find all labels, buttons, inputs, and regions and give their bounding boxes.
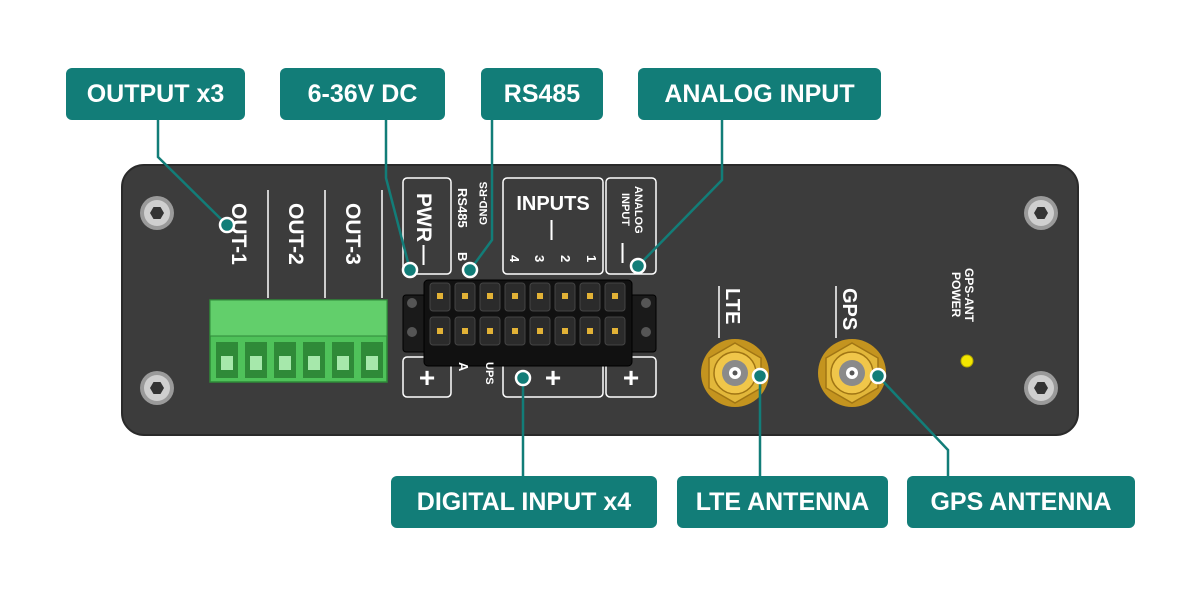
output-terminal-block (209, 299, 388, 383)
inputs-title: INPUTS (516, 193, 589, 215)
analog-label-box (605, 177, 657, 275)
gnd-rs-label: GND-RS (478, 182, 490, 225)
gps-label: GPS (838, 288, 860, 330)
ups-label: UPS (483, 362, 495, 385)
pwr-plus: + (419, 362, 435, 393)
rs485-callout: RS485 (481, 68, 603, 120)
input-number: 3 (532, 255, 547, 262)
screw-icon (140, 196, 174, 230)
pwr-minus: — (413, 245, 435, 265)
gps-antenna-callout: GPS ANTENNA (907, 476, 1135, 528)
pwr-label-box (402, 177, 452, 275)
inputs-minus: — (541, 220, 563, 240)
analog-plus: + (623, 362, 639, 393)
leader-dots (218, 216, 887, 387)
output-label: OUT-2 (284, 203, 307, 265)
output-label: OUT-3 (341, 203, 364, 265)
output-callout: OUTPUT x3 (66, 68, 245, 120)
digital-input-callout: DIGITAL INPUT x4 (391, 476, 657, 528)
inputs-plus: + (545, 362, 561, 393)
input-number: 1 (584, 255, 599, 262)
output-label: OUT-1 (227, 203, 250, 265)
power-callout: 6-36V DC (280, 68, 445, 120)
screw-icon (140, 371, 174, 405)
lte-label: LTE (721, 288, 743, 324)
input-number: 4 (507, 255, 522, 263)
analog-input-callout: ANALOG INPUT (638, 68, 881, 120)
analog-label: INPUT (619, 193, 631, 226)
screw-icon (1024, 196, 1058, 230)
lte-antenna-callout: LTE ANTENNA (677, 476, 888, 528)
gps-ant-power-label: POWER (949, 272, 963, 318)
rs485-a-label: A (456, 362, 471, 372)
gps-ant-power-label: GPS-ANT (962, 268, 976, 323)
rs485-label: RS485 (455, 188, 470, 228)
analog-minus: — (612, 243, 634, 263)
leader-lines (156, 120, 950, 482)
input-number: 2 (558, 255, 573, 262)
rs485-b-label: B (455, 252, 470, 261)
gps-sma-connector-icon (818, 339, 886, 407)
io-connector (402, 279, 657, 367)
screw-icon (1024, 371, 1058, 405)
lte-sma-connector-icon (701, 339, 769, 407)
analog-label: ANALOG (632, 186, 644, 234)
gps-ant-power-led-icon (960, 354, 974, 368)
inputs-label-box (502, 177, 604, 275)
pwr-label: PWR (412, 193, 435, 242)
